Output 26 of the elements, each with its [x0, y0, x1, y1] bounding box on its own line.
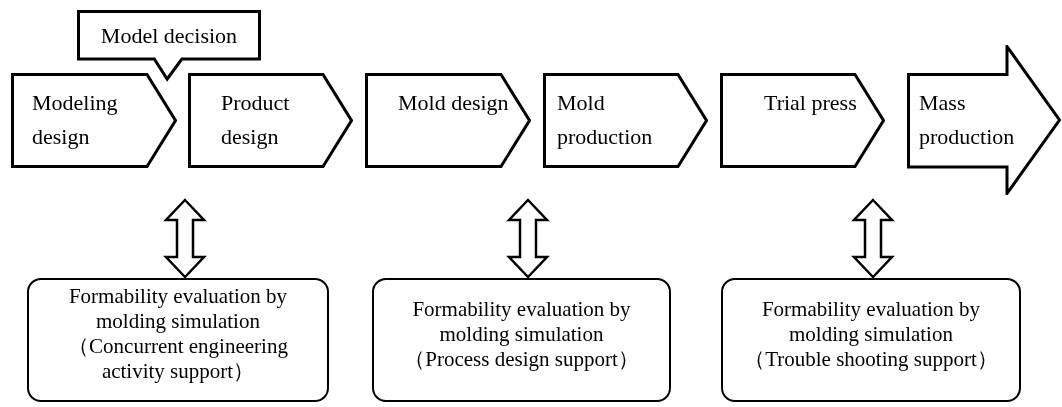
evaluation-box: [721, 278, 1021, 402]
evaluation-box: [372, 278, 671, 402]
evaluation-text: Formability evaluation by molding simulation: [411, 296, 632, 347]
process-step: [720, 73, 885, 168]
final-arrow-step: [907, 45, 1061, 195]
support-note: （Trouble shooting support）: [744, 346, 998, 372]
process-step: [11, 73, 177, 168]
evaluation-text: Formability evaluation by molding simulation: [760, 296, 982, 347]
double-arrow: [506, 198, 550, 279]
callout-box: [77, 10, 261, 82]
step-label: Trial press: [764, 89, 858, 117]
process-step: [543, 73, 708, 168]
double-arrow: [163, 198, 207, 279]
support-note: （Process design support）: [404, 346, 639, 372]
callout-text: Model decision: [100, 21, 238, 50]
step-label: Modeling design: [32, 89, 119, 151]
step-label: Mass production: [919, 89, 1016, 151]
double-arrow: [851, 198, 895, 279]
step-label: Mold production: [557, 89, 654, 151]
process-step: [365, 73, 531, 168]
support-note: （Concurrent engineering activity support）: [67, 334, 289, 384]
step-label: Product design: [221, 89, 291, 151]
evaluation-box: [27, 278, 329, 402]
step-label: Mold design: [398, 89, 509, 117]
evaluation-text: Formability evaluation by molding simulation: [67, 284, 289, 334]
process-step: [188, 73, 353, 168]
